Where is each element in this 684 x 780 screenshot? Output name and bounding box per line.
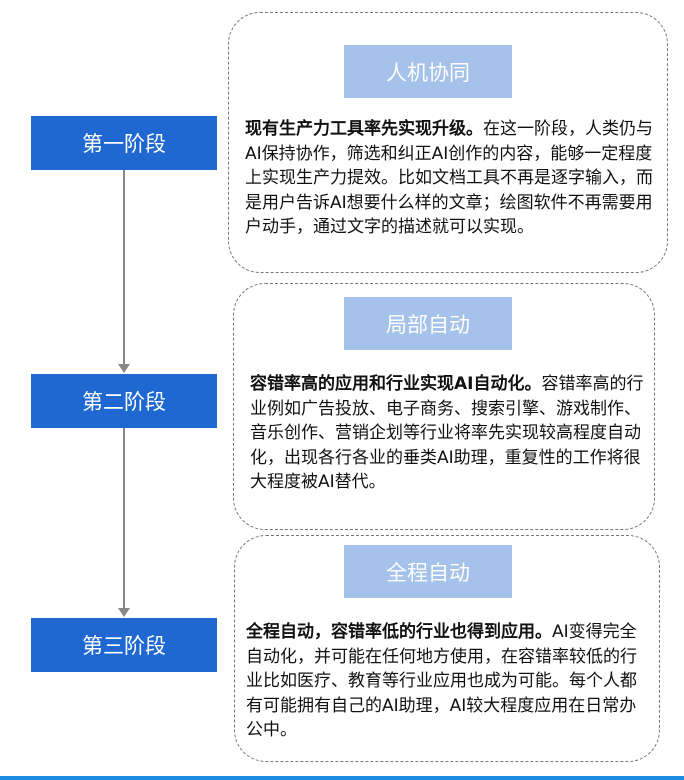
arrow-down-icon [118,364,130,373]
bottom-accent-bar [0,776,684,780]
stage-2-description: 容错率高的应用和行业实现AI自动化。容错率高的行业例如广告投放、电子商务、搜索引… [250,372,646,495]
stage-2-lead: 容错率高的应用和行业实现AI自动化。 [250,374,542,394]
stage-2-title: 局部自动 [344,297,512,350]
stage-3-box: 第三阶段 [31,618,217,672]
stage-2-panel [233,283,655,530]
stage-3-description: 全程自动，容错率低的行业也得到应用。AI变得完全自动化，并可能在任何地方使用，在… [246,620,646,743]
stage-2-box: 第二阶段 [31,374,217,428]
connector-line [123,170,125,364]
stage-2-body: 容错率高的行业例如广告投放、电子商务、搜索引擎、游戏制作、音乐创作、营销企划等行… [250,374,644,492]
stage-3-body: AI变得完全自动化，并可能在任何地方使用，在容错率较低的行业比如医疗、教育等行业… [246,622,637,740]
arrow-down-icon [118,608,130,617]
stage-1-box: 第一阶段 [31,116,217,170]
stage-1-description: 现有生产力工具率先实现升级。在这一阶段，人类仍与AI保持协作，筛选和纠正AI创作… [245,117,657,240]
stage-1-lead: 现有生产力工具率先实现升级。 [245,119,483,139]
stage-1-body: 在这一阶段，人类仍与AI保持协作，筛选和纠正AI创作的内容，能够一定程度上实现生… [245,119,653,237]
stage-3-title: 全程自动 [344,545,512,598]
stage-1-title: 人机协同 [344,45,512,98]
stage-1-panel [228,12,668,273]
connector-line [123,428,125,608]
stage-3-panel [234,535,660,762]
stage-3-lead: 全程自动，容错率低的行业也得到应用。 [246,622,552,642]
